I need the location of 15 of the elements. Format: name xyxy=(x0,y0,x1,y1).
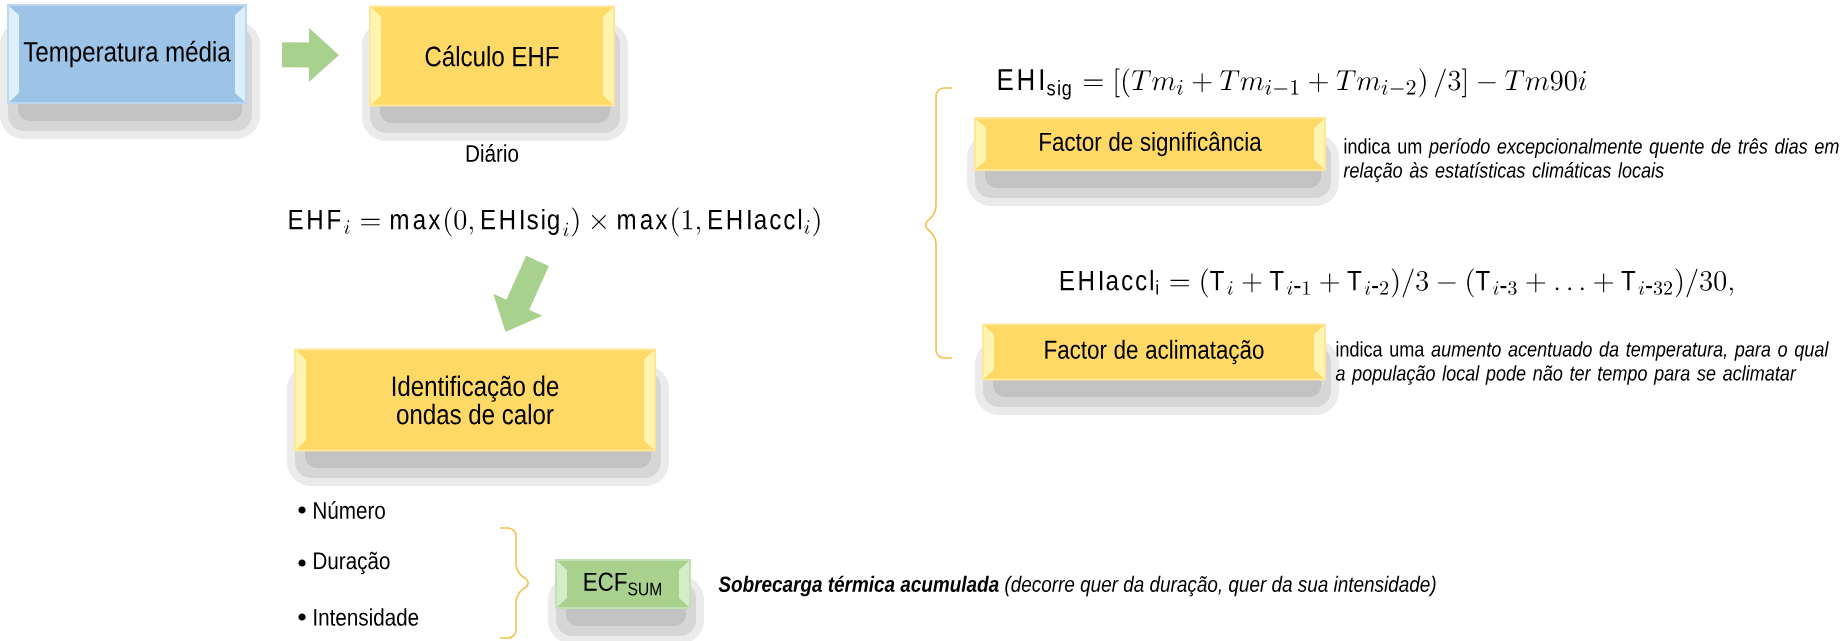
description-text: indica uma aumento acentuado da temperatura, para o qual a população local pode não ter tempo para se aclimatar xyxy=(1335,341,1829,385)
description-text: Sobrecarga térmica acumulada (decorre quer da duração, quer da sua intensidade) xyxy=(718,575,1436,597)
formula: $\mathrm{EHF}_{i} = \max(0,\mathrm{EHIsig}_{i}) \times \max(1,\mathrm{EHIaccl}_{i})$ xyxy=(289,207,820,237)
description-text: indica um período excepcionalmente quente de três dias em relação às estatísticas climáticas locais xyxy=(1343,138,1839,182)
caption-text: Diário xyxy=(466,144,519,162)
process-box: Identificação de ondas de calor xyxy=(294,348,656,452)
process-box: Factor de significância xyxy=(974,117,1326,171)
process-box: Factor de aclimatação xyxy=(982,323,1326,381)
list-item: Número xyxy=(314,501,385,519)
result-box: ECF$_{SUM}$ xyxy=(555,559,691,609)
list-item: Duração xyxy=(314,551,390,575)
process-box: Cálculo EHF xyxy=(369,5,615,107)
formula: $\mathrm{EHIaccl}_{\mathrm{i}} = (\mathrm{T}_{i} + \mathrm{T}_{i\mbox{-}1} + \mathrm{T}_{i\mbox{-}2})/3 - (\mathrm{T}_{i\mbox{-}3} + \ldots + \mathrm{T}_{i\mbox{-}32})/30,$ xyxy=(1060,268,1733,298)
list-item: Intensidade xyxy=(314,608,419,626)
process-box: Temperatura média xyxy=(7,4,247,104)
